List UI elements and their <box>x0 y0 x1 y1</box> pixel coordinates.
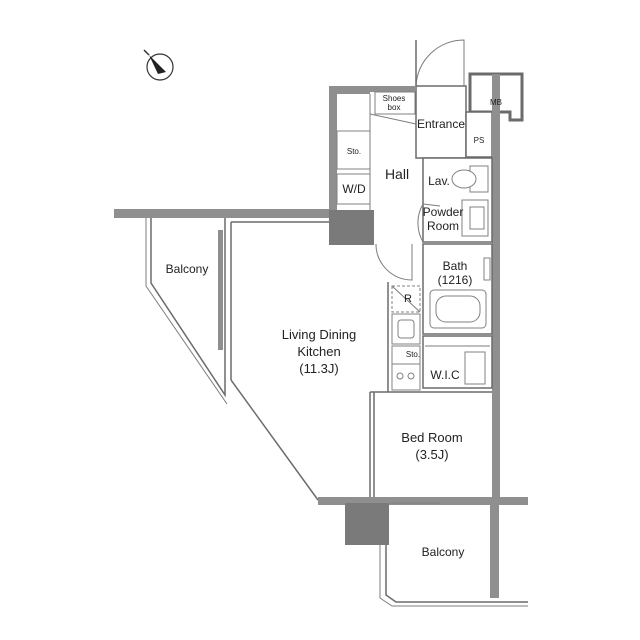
bedroom-walls <box>318 392 528 505</box>
wic-label: W.I.C <box>430 368 460 382</box>
shoes-box-label-2: box <box>388 103 401 112</box>
balcony-west-outline <box>114 209 330 405</box>
shoes-box-label-1: Shoes <box>383 94 406 103</box>
lavatory-label: Lav. <box>428 174 450 188</box>
ps-label: PS <box>474 136 485 145</box>
balcony-south-label: Balcony <box>422 545 465 559</box>
mb-ps-area <box>465 72 524 499</box>
ldk-label-2: Kitchen <box>297 344 340 359</box>
entrance-area <box>415 39 467 159</box>
storage-kitchen-label: Sto. <box>406 350 420 359</box>
bath-label-2: (1216) <box>438 273 473 287</box>
storage-hall-label: Sto. <box>347 147 361 156</box>
refrigerator-label: R <box>404 293 412 305</box>
room-labels: Shoes box Entrance MB PS Sto. Hall Lav. … <box>166 94 502 559</box>
bedroom-size-label: (3.5J) <box>415 447 448 462</box>
ldk-label-1: Living Dining <box>282 327 356 342</box>
mb-label: MB <box>490 98 502 107</box>
powder-room-label-2: Room <box>427 219 459 233</box>
bathroom <box>422 243 493 335</box>
kitchen-fixtures <box>370 243 492 393</box>
north-arrow-icon <box>143 49 174 81</box>
hall-walls <box>329 86 417 245</box>
powder-room-label-1: Powder <box>423 205 464 219</box>
bedroom-label: Bed Room <box>401 430 462 445</box>
balcony-south-outline <box>345 503 528 607</box>
entrance-label: Entrance <box>417 117 465 131</box>
powder-room <box>417 157 493 243</box>
balcony-west-label: Balcony <box>166 262 209 276</box>
ldk-exterior-walls <box>230 221 330 501</box>
bath-label-1: Bath <box>443 259 468 273</box>
hall-label: Hall <box>385 166 409 182</box>
wd-label: W/D <box>342 182 366 196</box>
walk-in-closet <box>422 335 493 389</box>
ldk-size-label: (11.3J) <box>299 361 339 376</box>
